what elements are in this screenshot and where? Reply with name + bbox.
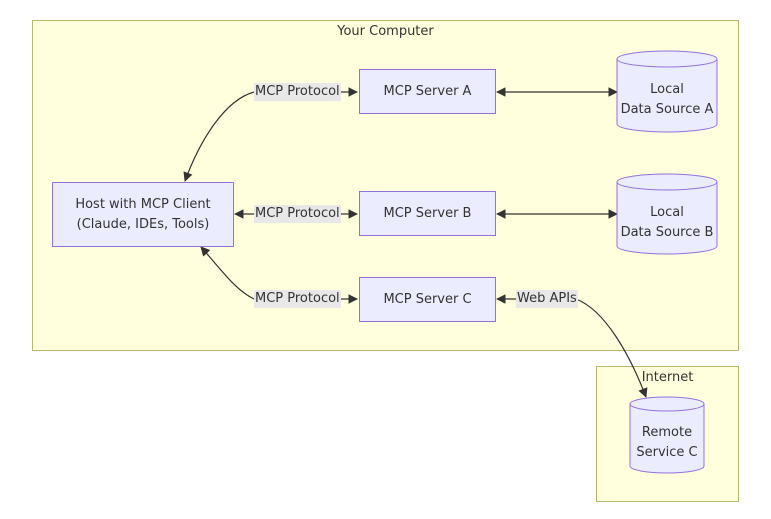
server-b-node: MCP Server B	[359, 191, 496, 236]
server-a-label: MCP Server A	[383, 83, 472, 99]
data-a-line1: Local	[650, 82, 684, 97]
edge-label-mcp-protocol-c: MCP Protocol	[254, 290, 341, 308]
cluster-title: Your Computer	[337, 24, 434, 39]
remote-service-c-label: Remote Service C	[630, 423, 704, 463]
edge-host-server-a	[183, 91, 255, 182]
data-source-a-cylinder	[616, 50, 718, 133]
server-b-label: MCP Server B	[383, 205, 472, 221]
host-node: Host with MCP Client (Claude, IDEs, Tool…	[52, 182, 234, 247]
data-source-b-label: Local Data Source B	[617, 203, 717, 243]
edge-label-web-apis: Web APIs	[516, 290, 578, 308]
edge-web-to-remote-c	[575, 298, 648, 398]
edge-label-mcp-protocol-b: MCP Protocol	[254, 205, 341, 223]
host-line2: (Claude, IDEs, Tools)	[76, 216, 210, 232]
cluster-title: Internet	[641, 370, 694, 385]
remote-c-line2: Service C	[636, 445, 698, 460]
data-b-line2: Data Source B	[620, 225, 714, 240]
remote-c-line1: Remote	[641, 425, 693, 440]
edge-label-mcp-protocol-a: MCP Protocol	[254, 83, 341, 101]
server-c-node: MCP Server C	[359, 277, 496, 322]
remote-service-c-cylinder	[629, 396, 705, 474]
server-a-node: MCP Server A	[359, 69, 496, 114]
host-line1: Host with MCP Client	[75, 196, 211, 212]
data-a-line2: Data Source A	[620, 102, 714, 117]
edge-host-server-c	[200, 246, 255, 300]
data-source-a-label: Local Data Source A	[617, 80, 717, 120]
data-b-line1: Local	[650, 205, 684, 220]
server-c-label: MCP Server C	[383, 291, 472, 307]
cluster-internet: Internet	[596, 366, 739, 502]
data-source-b-cylinder	[616, 173, 718, 255]
